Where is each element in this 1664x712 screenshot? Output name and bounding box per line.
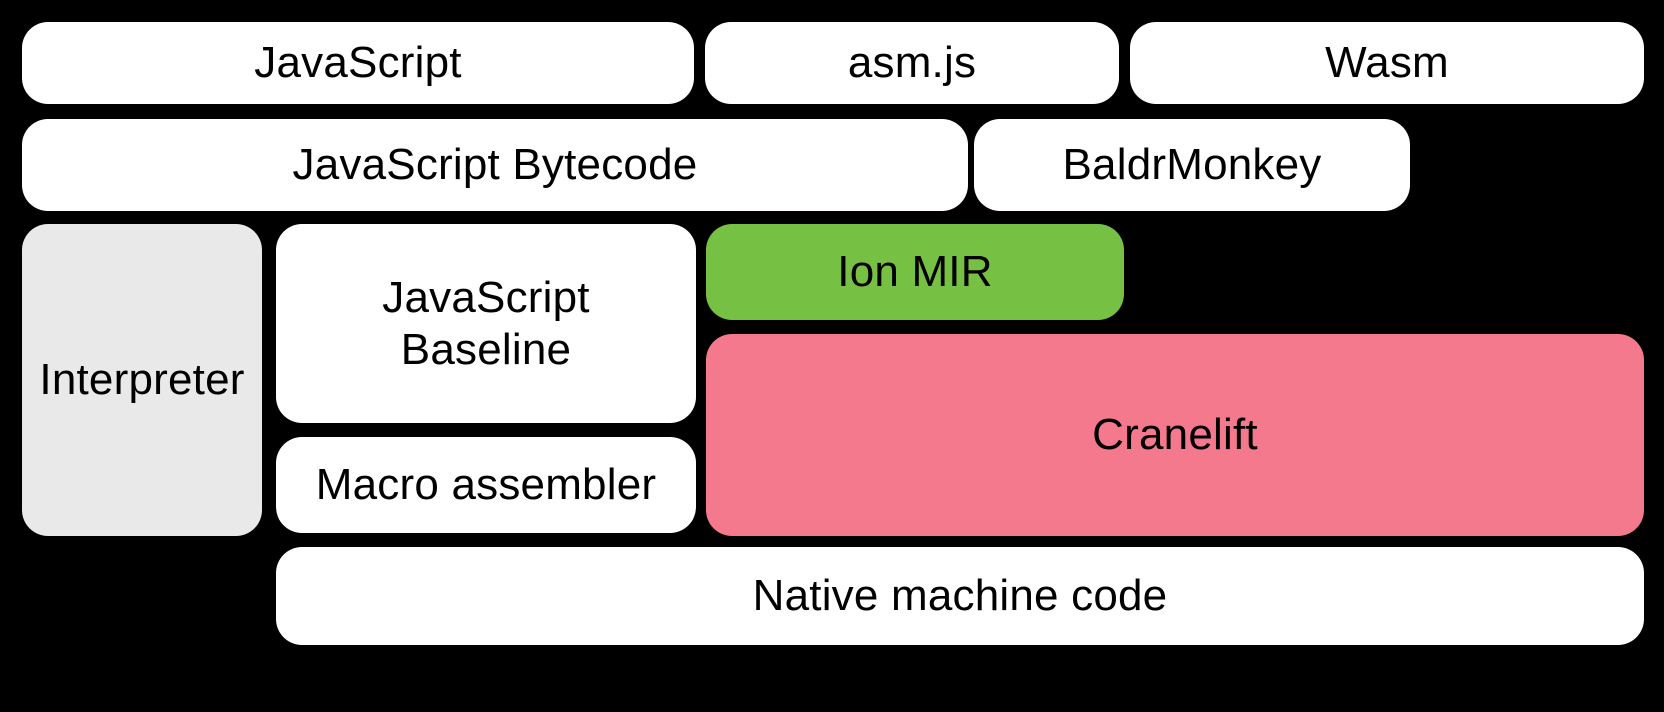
box-ion-mir: Ion MIR bbox=[706, 224, 1124, 320]
box-javascript-baseline: JavaScript Baseline bbox=[276, 224, 696, 423]
box-javascript: JavaScript bbox=[22, 22, 694, 104]
box-asm-js: asm.js bbox=[705, 22, 1119, 104]
box-cranelift: Cranelift bbox=[706, 334, 1644, 536]
box-wasm: Wasm bbox=[1130, 22, 1644, 104]
box-baldrmonkey: BaldrMonkey bbox=[974, 119, 1410, 211]
box-interpreter: Interpreter bbox=[22, 224, 262, 536]
box-javascript-bytecode: JavaScript Bytecode bbox=[22, 119, 968, 211]
box-native-machine-code: Native machine code bbox=[276, 547, 1644, 645]
box-macro-assembler: Macro assembler bbox=[276, 437, 696, 533]
